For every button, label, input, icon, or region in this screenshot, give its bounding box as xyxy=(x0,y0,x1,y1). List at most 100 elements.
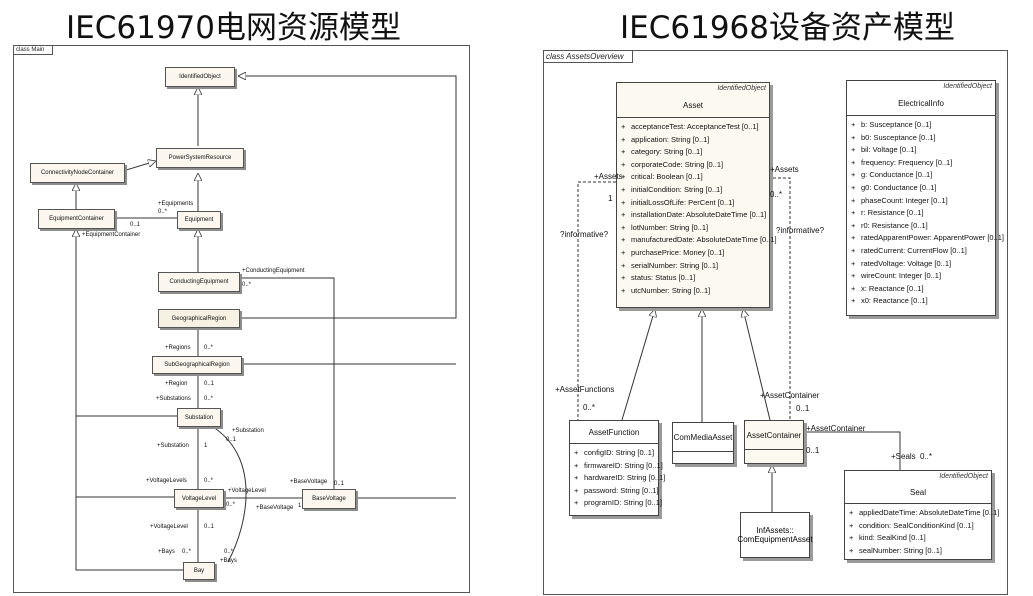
asset-attr: manufacturedDate: AbsoluteDateTime [0..1… xyxy=(621,234,777,247)
label-bv-mult: 0..1 xyxy=(334,481,345,487)
label-substation-one: 1 xyxy=(204,443,208,449)
seal-attr: appliedDateTime: AbsoluteDateTime [0..1] xyxy=(849,507,999,520)
label-eq-mult: 0..* xyxy=(158,209,168,215)
label-vl-mult: 0..* xyxy=(226,502,236,508)
label-regions-mult: 0..* xyxy=(204,345,214,351)
asset-attr: status: Status [0..1] xyxy=(621,272,769,285)
ac-seal-assoc xyxy=(802,431,901,470)
label-substation-bay-mult: 0..1 xyxy=(226,437,237,443)
electrical-info-attr: g0: Conductance [0..1] xyxy=(851,182,995,195)
electrical-info-attr: bil: Voltage [0..1] xyxy=(851,144,995,157)
label-substations-mult: 0..* xyxy=(204,396,214,402)
com-media-asset-header: ComMediaAsset xyxy=(673,423,733,452)
label-voltage-level-bay: +VoltageLevel xyxy=(150,524,188,530)
asset-container-name: AssetContainer xyxy=(746,430,802,440)
geographical-region-class: GeographicalRegion xyxy=(158,309,240,328)
sub-geographical-region-class: SubGeographicalRegion xyxy=(152,356,242,374)
label-bays-mult: 0..* xyxy=(182,549,192,555)
label-base-voltage: +BaseVoltage xyxy=(290,479,328,485)
seal-attr: kind: SealKind [0..1] xyxy=(849,532,991,545)
electrical-info-attr: r: Resistance [0..1] xyxy=(851,207,995,220)
label-assets-right: +Assets xyxy=(770,165,799,174)
label-asset-container-seal: +AssetContainer xyxy=(806,424,866,433)
asset-function-attr: programID: String [0..1] xyxy=(574,497,662,510)
asset-function-name: AssetFunction xyxy=(588,427,640,437)
electrical-info-class: IdentifiedObject ElectricalInfo b: Susce… xyxy=(846,80,1004,316)
substation-bay-assoc xyxy=(210,425,247,563)
asset-attr: initialLossOfLife: PerCent [0..1] xyxy=(621,197,769,210)
electrical-info-attr: g: Conductance [0..1] xyxy=(851,169,995,182)
electrical-info-name: ElectricalInfo xyxy=(898,98,944,108)
label-ce-mult: 0..* xyxy=(242,282,252,288)
int-assets-line1: InfAssets:: xyxy=(756,526,794,535)
equipment-class: Equipment xyxy=(177,211,221,229)
label-base-voltage-2: +BaseVoltage xyxy=(256,505,294,511)
asset-attr: application: String [0..1] xyxy=(621,134,769,147)
cnc-to-psr-line xyxy=(122,161,156,172)
label-eq-one: 0..1 xyxy=(130,222,141,228)
electrical-info-attr: ratedApparentPower: ApparentPower [0..1] xyxy=(851,232,1004,245)
label-voltage-levels-mult: 0..* xyxy=(204,478,214,484)
label-regions: +Regions xyxy=(165,345,191,351)
gr-to-identified-line xyxy=(238,76,457,319)
seal-class: IdentifiedObject Seal appliedDateTime: A… xyxy=(844,470,999,560)
ce-bv-assoc xyxy=(240,277,335,491)
left-frame-label: class Main xyxy=(14,46,54,55)
electrical-info-header: IdentifiedObject ElectricalInfo xyxy=(847,81,995,116)
label-conducting-equipment: +ConductingEquipment xyxy=(242,268,305,274)
label-bays: +Bays xyxy=(158,549,175,555)
asset-af-assoc xyxy=(570,181,616,441)
label-equipment-container: +EquipmentContainer xyxy=(82,232,141,238)
power-system-resource-class: PowerSystemResource xyxy=(156,148,244,168)
electrical-info-attr: wireCount: Integer [0..1] xyxy=(851,270,995,283)
asset-attributes: acceptanceTest: AcceptanceTest [0..1] ap… xyxy=(617,118,777,298)
ac-to-asset-line xyxy=(743,309,771,421)
asset-attr: installationDate: AbsoluteDateTime [0..1… xyxy=(621,209,769,222)
connectivity-node-container-class: ConnectivityNodeContainer xyxy=(30,163,125,183)
asset-function-attr: password: String [0..1] xyxy=(574,485,659,498)
label-bays-2: +Bays xyxy=(220,558,237,564)
label-substations: +Substations xyxy=(156,396,191,402)
label-region-mult: 0..1 xyxy=(204,381,215,387)
label-asset-functions: +AssetFunctions xyxy=(555,385,615,394)
label-equipments: +Equipments xyxy=(158,201,194,207)
asset-container-header: AssetContainer xyxy=(745,421,803,450)
com-media-asset-class: ComMediaAsset xyxy=(672,422,734,464)
label-assets-right-mult: 0..* xyxy=(770,190,783,199)
substation-class: Substation xyxy=(177,408,221,427)
asset-function-header: AssetFunction xyxy=(570,421,658,444)
right-frame-label: class AssetsOverview xyxy=(544,51,633,63)
label-asset-container-mult: 0..1 xyxy=(796,404,810,413)
label-informative-left: ?informative? xyxy=(560,230,609,239)
com-media-asset-name: ComMediaAsset xyxy=(673,432,733,442)
asset-attr: acceptanceTest: AcceptanceTest [0..1] xyxy=(621,121,769,134)
label-seals-mult: 0..* xyxy=(920,452,933,461)
label-asset-container: +AssetContainer xyxy=(760,391,820,400)
asset-function-attributes: configID: String [0..1] firmwareID: Stri… xyxy=(570,444,665,510)
label-asset-functions-mult: 0..* xyxy=(583,403,596,412)
asset-attr: utcNumber: String [0..1] xyxy=(621,285,769,298)
seal-attributes: appliedDateTime: AbsoluteDateTime [0..1]… xyxy=(845,504,999,558)
asset-attr: category: String [0..1] xyxy=(621,146,769,159)
asset-name: Asset xyxy=(682,100,703,110)
electrical-info-attr: ratedVoltage: Voltage [0..1] xyxy=(851,258,995,271)
bay-class: Bay xyxy=(183,562,215,580)
seal-attr: sealNumber: String [0..1] xyxy=(849,545,991,558)
label-vl-bay-mult: 0..1 xyxy=(204,524,215,530)
asset-header: IdentifiedObject Asset xyxy=(617,83,769,118)
label-voltage-levels: +VoltageLevels xyxy=(146,478,187,484)
electrical-info-attr: ratedCurrent: CurrentFlow [0..1] xyxy=(851,245,995,258)
electrical-info-attributes: b: Susceptance [0..1] b0: Susceptance [0… xyxy=(847,116,1004,308)
seal-attr: condition: SealConditionKind [0..1] xyxy=(849,520,991,533)
asset-ac-assoc xyxy=(768,177,791,420)
asset-class: IdentifiedObject Asset acceptanceTest: A… xyxy=(616,82,777,308)
label-assets-left-mult: 1 xyxy=(608,194,613,203)
asset-stereotype: IdentifiedObject xyxy=(717,85,766,92)
asset-attr: corporateCode: String [0..1] xyxy=(621,159,769,172)
asset-function-attr: configID: String [0..1] xyxy=(574,447,658,460)
label-voltage-level: +VoltageLevel xyxy=(228,488,266,494)
label-substation-bay: +Substation xyxy=(232,428,264,434)
seal-name: Seal xyxy=(909,487,926,497)
electrical-info-attr: frequency: Frequency [0..1] xyxy=(851,157,995,170)
